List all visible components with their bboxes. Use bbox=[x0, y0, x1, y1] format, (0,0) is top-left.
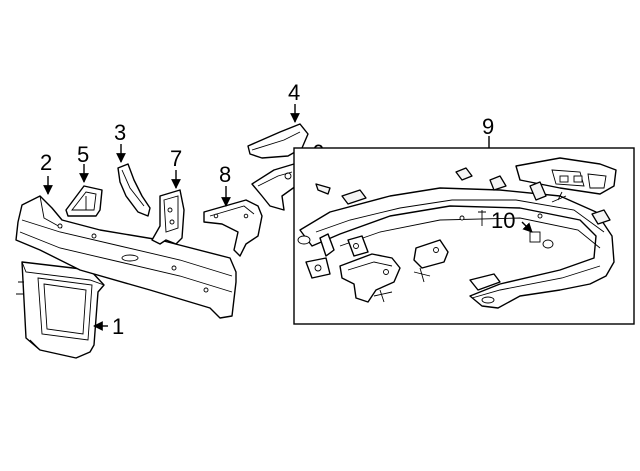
callout-8: 8 bbox=[219, 162, 231, 187]
part-7-bracket: 7 bbox=[151, 146, 185, 245]
callout-9: 9 bbox=[482, 114, 494, 139]
callout-1: 1 bbox=[112, 314, 124, 339]
part-9-frame-assembly: 9 10 bbox=[293, 114, 635, 325]
callout-4: 4 bbox=[288, 80, 300, 105]
part-5-bracket: 5 bbox=[65, 142, 103, 217]
part-2-rear-panel: 2 bbox=[15, 150, 237, 319]
callout-2: 2 bbox=[40, 150, 52, 175]
part-4-cover: 4 bbox=[247, 80, 309, 159]
callout-10: 10 bbox=[491, 208, 515, 233]
callout-7: 7 bbox=[170, 146, 182, 171]
callout-3: 3 bbox=[114, 120, 126, 145]
part-3-support: 3 bbox=[114, 120, 151, 217]
part-8-bracket: 8 bbox=[203, 162, 263, 257]
part-1-storage-panel: 1 bbox=[16, 261, 124, 359]
callout-5: 5 bbox=[77, 142, 89, 167]
